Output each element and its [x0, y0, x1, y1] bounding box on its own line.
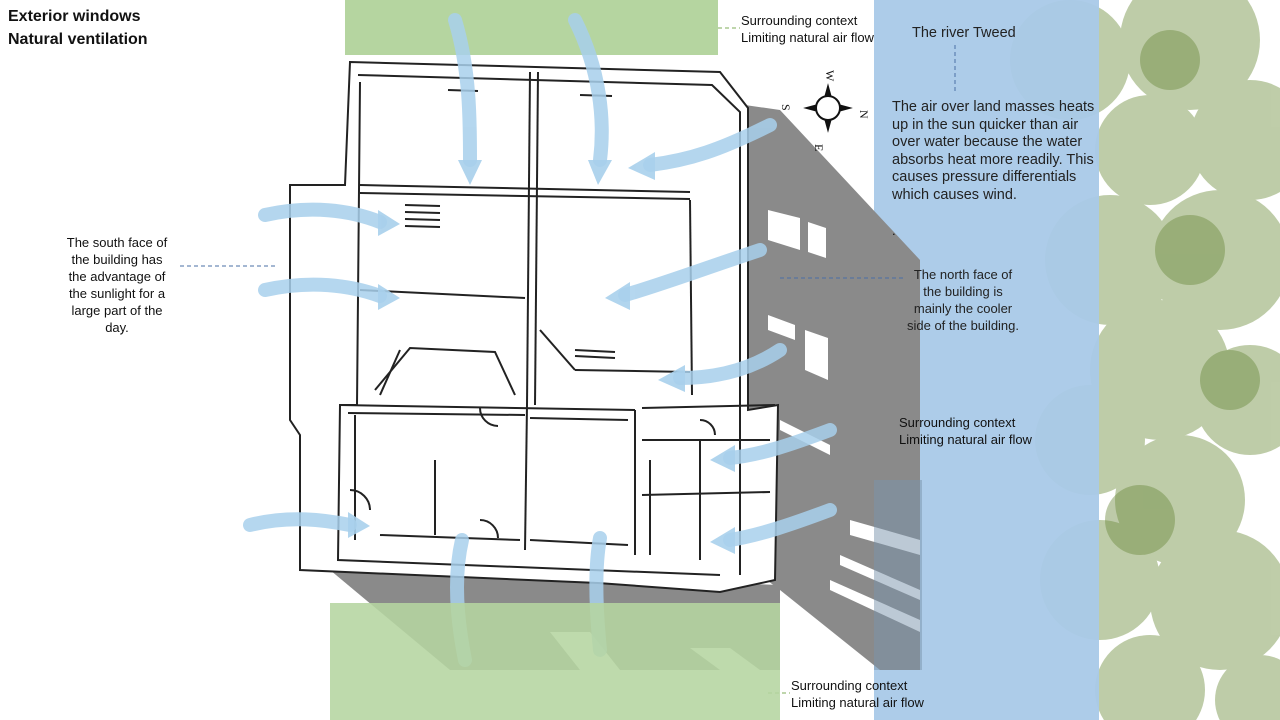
compass-w: W: [823, 70, 837, 82]
context-right-label: Surrounding context Limiting natural air…: [899, 414, 1032, 448]
context-bottom-line1: Surrounding context: [791, 678, 908, 693]
title-line-2: Natural ventilation: [8, 31, 148, 48]
river-dot: .: [892, 223, 896, 238]
context-block-top: [345, 0, 718, 55]
context-bottom-line2: Limiting natural air flow: [791, 695, 924, 710]
context-bottom-label: Surrounding context Limiting natural air…: [791, 677, 924, 711]
context-top-label: Surrounding context Limiting natural air…: [741, 12, 874, 46]
context-top-line2: Limiting natural air flow: [741, 30, 874, 45]
context-right-line2: Limiting natural air flow: [899, 432, 1032, 447]
river-overlay-shadow: [874, 480, 922, 670]
compass-icon: [803, 83, 853, 133]
compass-e: E: [812, 144, 826, 151]
river-description: The air over land masses heats up in the…: [892, 99, 1095, 203]
context-top-line1: Surrounding context: [741, 13, 858, 28]
context-block-bottom: [330, 603, 780, 720]
compass-s: S: [779, 104, 793, 111]
title-line-1: Exterior windows: [8, 8, 141, 25]
context-right-line1: Surrounding context: [899, 415, 1016, 430]
north-face-note: The north face of the building is mainly…: [906, 267, 1020, 333]
compass-n: N: [857, 110, 871, 119]
river-label: The river Tweed: [912, 25, 1016, 41]
south-face-note: The south face of the building has the a…: [66, 235, 168, 335]
page-title: Exterior windows Natural ventilation: [8, 5, 148, 51]
